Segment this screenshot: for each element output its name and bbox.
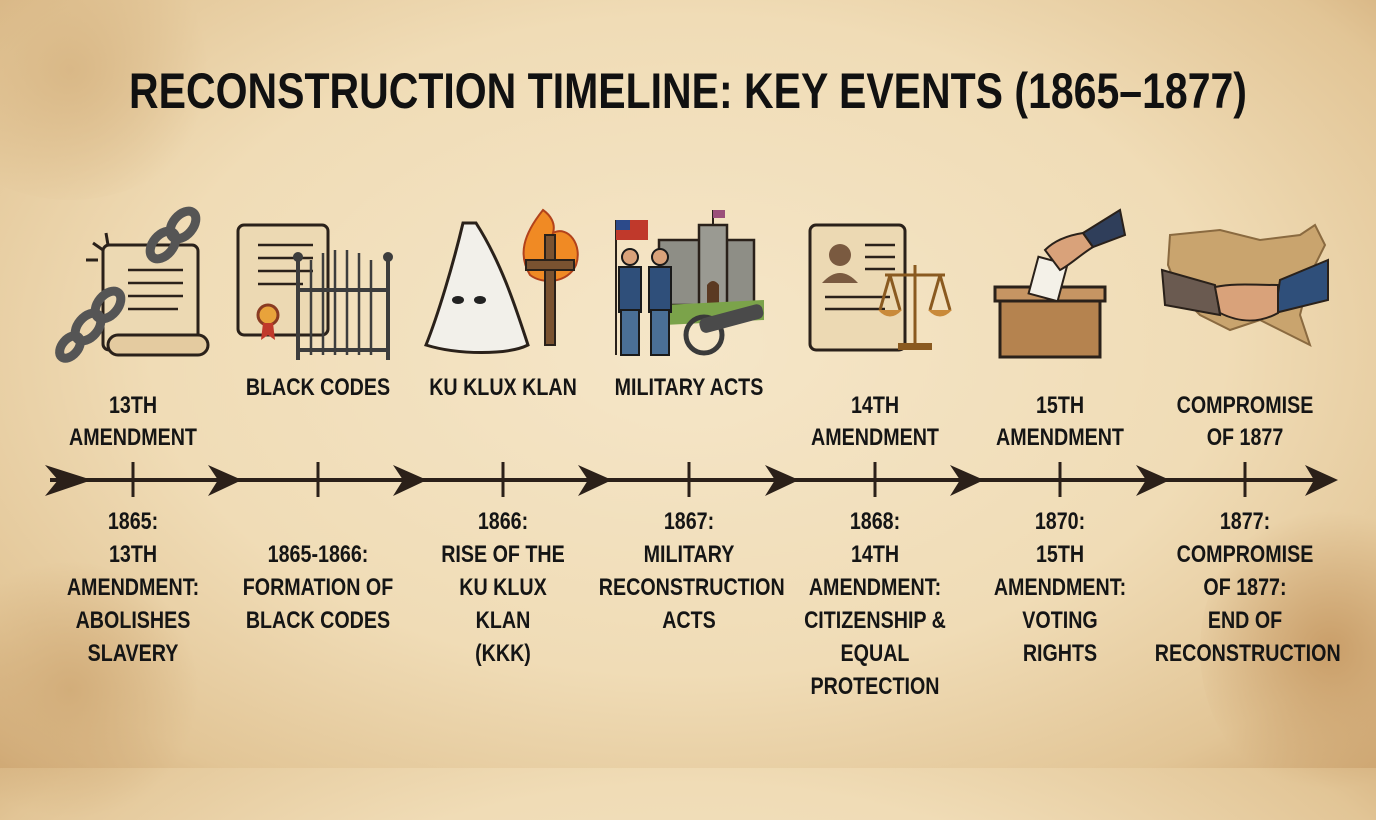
- event-description: 1867: MILITARY RECONSTRUCTION ACTS: [598, 508, 785, 634]
- arrowheads: [45, 465, 1338, 496]
- handshake-map-icon: [1160, 223, 1329, 347]
- broken-chains-scroll-icon: [55, 206, 210, 363]
- event-label: BLACK CODES: [245, 374, 391, 401]
- soldiers-fort-cannon-icon: [615, 210, 764, 356]
- event-description: 1868: 14TH AMENDMENT: CITIZENSHIP & EQUA…: [804, 508, 946, 700]
- page-title: RECONSTRUCTION TIMELINE: KEY EVENTS (186…: [129, 63, 1247, 119]
- event-label: 14TH AMENDMENT: [811, 392, 939, 451]
- event-label: KU KLUX KLAN: [429, 374, 577, 401]
- event-description: 1866: RISE OF THE KU KLUX KLAN (KKK): [441, 508, 565, 667]
- event-description: 1865: 13TH AMENDMENT: ABOLISHES SLAVERY: [66, 508, 200, 667]
- event-label: MILITARY ACTS: [614, 374, 764, 401]
- event-label: COMPROMISE OF 1877: [1176, 392, 1314, 451]
- event-label: 15TH AMENDMENT: [996, 392, 1124, 451]
- scroll-and-iron-gate-icon: [236, 223, 393, 360]
- document-and-scales-icon: [808, 223, 952, 352]
- event-label: 13TH AMENDMENT: [69, 392, 197, 451]
- event-description: 1865-1866: FORMATION OF BLACK CODES: [242, 541, 394, 634]
- event-description: 1870: 15TH AMENDMENT: VOTING RIGHTS: [993, 508, 1127, 667]
- hood-and-burning-cross-icon: [424, 208, 579, 354]
- event-description: 1877: COMPROMISE OF 1877: END OF RECONST…: [1154, 508, 1341, 667]
- ballot-box-icon: [993, 208, 1127, 359]
